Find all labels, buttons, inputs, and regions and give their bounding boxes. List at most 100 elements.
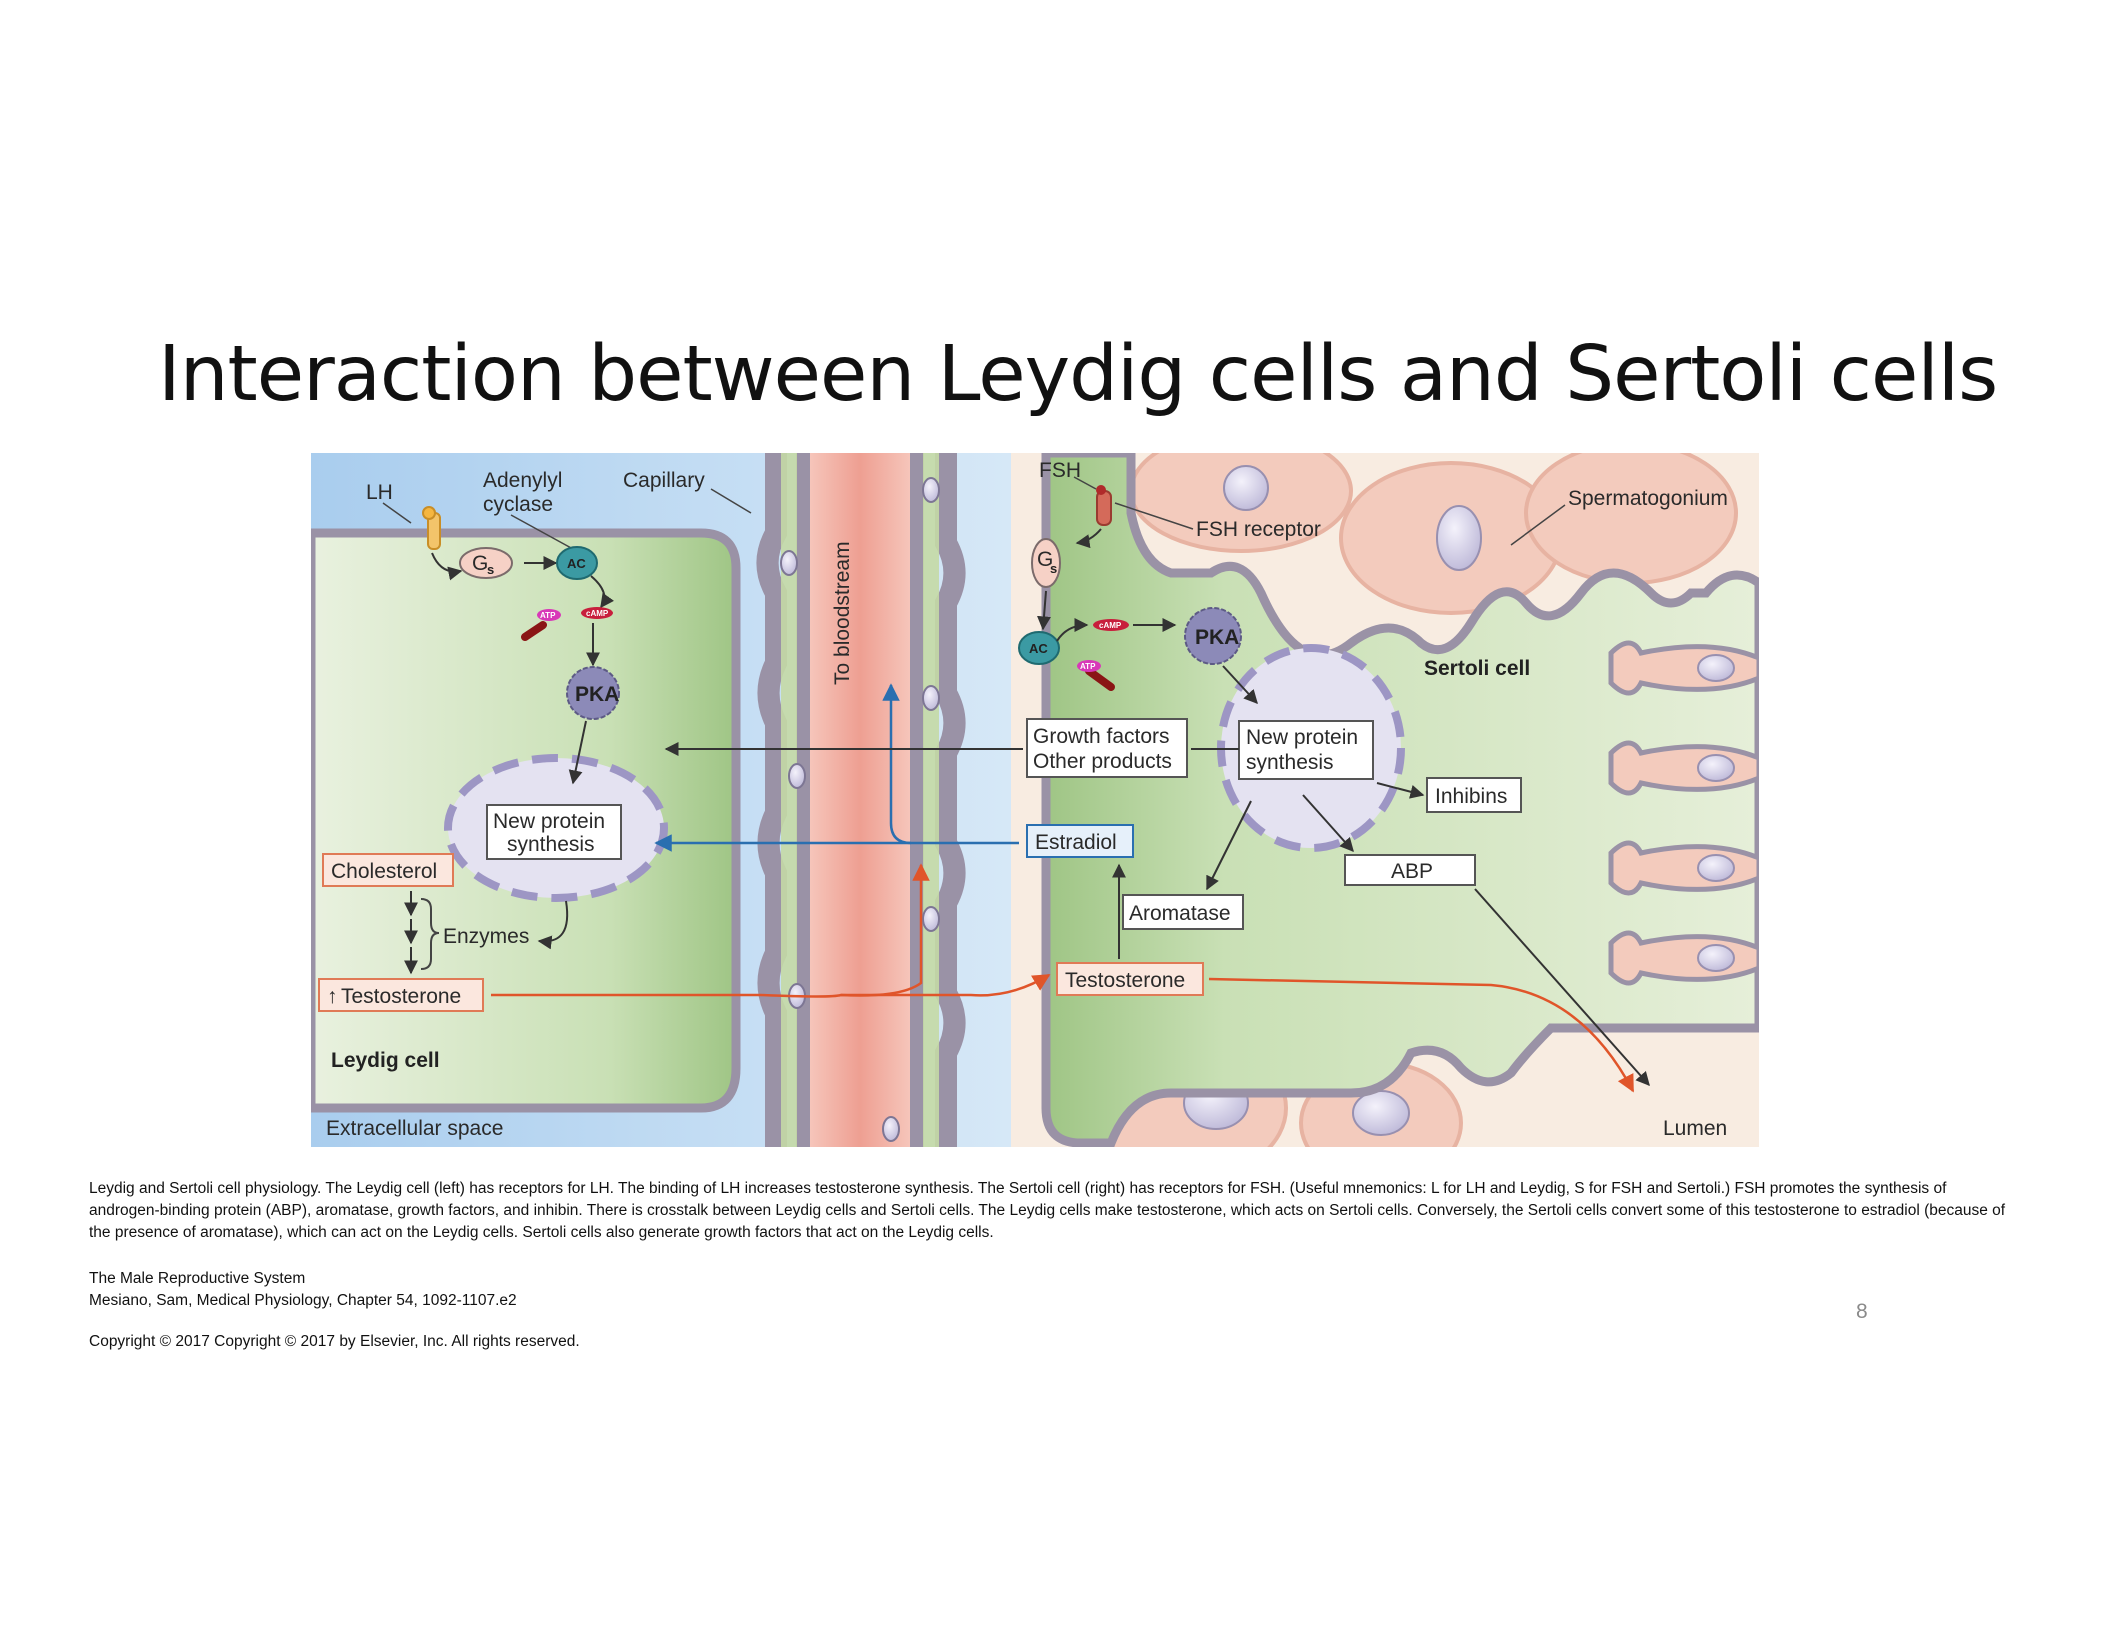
germ-cell-nucleus [1223, 465, 1269, 511]
ac-to-camp-arrow-sertoli [1056, 618, 1089, 642]
fsh-receptor-label: FSH receptor [1196, 518, 1321, 541]
source-line2: Mesiano, Sam, Medical Physiology, Chapte… [89, 1292, 517, 1309]
estradiol-label: Estradiol [1035, 831, 1117, 854]
to-bloodstream-label: To bloodstream [831, 541, 854, 685]
ac-label: AC [567, 556, 586, 571]
camp-label-sertoli: cAMP [1099, 621, 1122, 630]
capillary-nucleus [922, 906, 940, 932]
growth-factors-box: Growth factors Other products [1026, 718, 1188, 778]
nucleus-to-aromatase-arrow [1206, 800, 1252, 891]
leydig-cell-label: Leydig cell [331, 1049, 440, 1072]
capillary-nucleus [922, 685, 940, 711]
spermatogonium-label: Spermatogonium [1568, 487, 1728, 510]
testosterone-label-sertoli: Testosterone [1065, 969, 1185, 992]
gs-protein-icon-sertoli: G s [1031, 538, 1061, 588]
adenylyl-label: Adenylyl [483, 469, 562, 492]
spermatid-nucleus [1697, 754, 1735, 782]
fsh-pointer [1073, 476, 1097, 490]
spermatogonium-nucleus [1436, 505, 1482, 571]
atp-label: ATP [540, 611, 556, 620]
capillary-nucleus [780, 550, 798, 576]
aromatase-label: Aromatase [1129, 902, 1231, 925]
abp-to-lumen-arrow [1474, 888, 1650, 1087]
spermatogonium-pointer [1510, 504, 1566, 546]
atp-icon-sertoli: ATP [1077, 660, 1115, 691]
lumen-label: Lumen [1663, 1117, 1727, 1140]
gs-label-sertoli: G [1037, 548, 1053, 571]
sertoli-cell-label: Sertoli cell [1424, 657, 1530, 680]
cholesterol-box: Cholesterol [322, 853, 454, 887]
lh-to-gs-arrow [431, 552, 463, 581]
source-citation: The Male Reproductive System Mesiano, Sa… [89, 1268, 989, 1312]
nucleus-to-abp-arrow [1302, 794, 1354, 853]
page-number: 8 [1856, 1300, 1868, 1323]
gs-protein-icon: G s [459, 547, 513, 579]
fsh-receptor-icon [1096, 485, 1112, 526]
growth-factors-label: Growth factors [1033, 725, 1170, 748]
enzymes-label: Enzymes [443, 925, 529, 948]
pka-to-nucleus-arrow-sertoli [1222, 665, 1258, 705]
copyright-notice: Copyright © 2017 Copyright © 2017 by Els… [89, 1333, 580, 1350]
pka-to-nucleus-arrow [568, 720, 587, 785]
new-protein-line1: New protein [493, 810, 605, 833]
germ-cell-nucleus [1352, 1090, 1410, 1136]
fsh-label: FSH [1039, 459, 1081, 482]
capillary-interstitium-left [781, 453, 797, 1147]
testosterone-orange-arrow-to-sertoli [841, 973, 1051, 997]
camp-icon: cAMP [581, 607, 613, 619]
gs-label: G [472, 552, 488, 575]
pka-label-leydig: PKA [575, 683, 619, 706]
abp-box: ABP [1344, 854, 1476, 886]
new-protein-line2-sertoli: synthesis [1246, 751, 1334, 774]
bloodstream-blue-arrow [882, 683, 912, 845]
spermatid-nucleus [1697, 654, 1735, 682]
atp-icon: ATP [521, 609, 561, 641]
fsh-receptor-pointer [1114, 502, 1194, 530]
pka-icon-sertoli: PKA [1184, 607, 1242, 665]
capillary-wall-left [756, 453, 787, 1147]
lh-label: LH [366, 481, 393, 504]
other-products-label: Other products [1033, 750, 1172, 773]
capillary-pointer [710, 488, 752, 514]
fsh-to-gs-arrow [1075, 528, 1102, 549]
spermatid-nucleus [1697, 854, 1735, 882]
nucleus-to-enzymes-arrow [537, 900, 569, 950]
figure-caption: Leydig and Sertoli cell physiology. The … [89, 1180, 2006, 1241]
cholesterol-label: Cholesterol [331, 860, 437, 883]
cyclase-label: cyclase [483, 493, 553, 516]
extracellular-space-label: Extracellular space [326, 1117, 503, 1140]
adenylyl-cyclase-icon-sertoli: AC [1018, 631, 1060, 665]
lh-receptor-icon [422, 506, 441, 550]
spermatid-nucleus [1697, 944, 1735, 972]
testosterone-box-leydig: ↑ Testosterone [318, 978, 484, 1012]
sertoli-processes [1608, 640, 1759, 986]
pka-icon-leydig: PKA [566, 666, 620, 720]
slide-title: Interaction between Leydig cells and Ser… [158, 330, 1998, 419]
ac-to-camp-arrow [590, 575, 615, 609]
estradiol-box: Estradiol [1026, 824, 1134, 858]
camp-icon-sertoli: cAMP [1093, 619, 1129, 631]
capillary-interstitium-right [923, 453, 939, 1147]
capillary-nucleus [788, 763, 806, 789]
capillary-label: Capillary [623, 469, 705, 492]
gs-sub-sertoli: s [1050, 561, 1057, 576]
germ-cell [1524, 453, 1738, 585]
camp-label: cAMP [586, 609, 609, 618]
enzymes-brace [420, 898, 440, 970]
atp-label-sertoli: ATP [1080, 662, 1096, 671]
gs-to-ac-arrow-sertoli [1037, 590, 1051, 631]
nucleus-to-inhibins-arrow [1376, 782, 1425, 799]
inhibins-box: Inhibins [1426, 777, 1522, 813]
pka-label-sertoli: PKA [1195, 626, 1239, 649]
adenylyl-cyclase-icon: AC [556, 546, 598, 580]
new-protein-box-leydig: New protein synthesis [486, 804, 622, 860]
capillary-nucleus [882, 1116, 900, 1142]
new-protein-line2: synthesis [507, 833, 595, 856]
capillary-nucleus [922, 477, 940, 503]
capillary-wall-right [935, 453, 966, 1147]
abp-label: ABP [1391, 860, 1433, 883]
ac-label-sertoli: AC [1029, 641, 1048, 656]
testosterone-up-arrow: ↑ [327, 985, 338, 1008]
new-protein-line1-sertoli: New protein [1246, 726, 1358, 749]
aromatase-box: Aromatase [1122, 894, 1244, 930]
